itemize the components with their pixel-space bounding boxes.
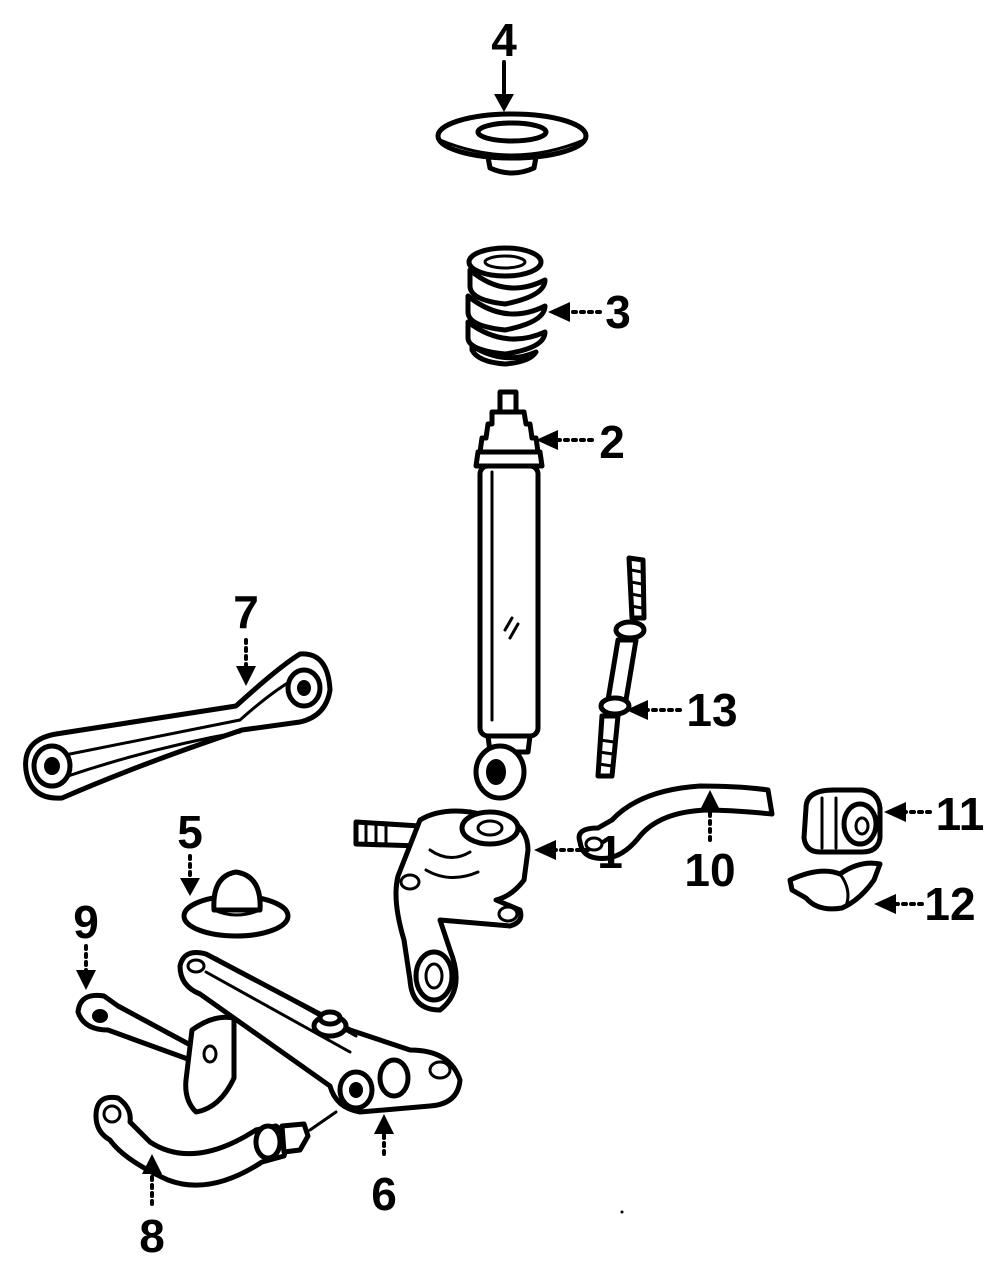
tie-rod-icon[interactable]: [75, 992, 237, 1115]
leader-arrows: [76, 60, 932, 1214]
trailing-arm-icon[interactable]: [93, 1094, 338, 1188]
callout-10: 10: [684, 844, 735, 896]
callout-1: 1: [597, 826, 623, 878]
upper-control-arm-icon[interactable]: [23, 651, 333, 801]
coil-spring-icon[interactable]: [465, 245, 548, 367]
shock-absorber-icon[interactable]: [473, 389, 545, 801]
callout-9: 9: [73, 896, 99, 948]
callout-2: 2: [599, 416, 625, 468]
callout-11: 11: [936, 788, 985, 840]
callout-6: 6: [371, 1168, 397, 1220]
callout-7: 7: [233, 586, 259, 638]
knuckle-icon[interactable]: [353, 808, 531, 1013]
callout-5: 5: [177, 806, 203, 858]
callout-13: 13: [686, 684, 737, 736]
callout-8: 8: [139, 1210, 165, 1261]
stabilizer-link-icon[interactable]: [595, 555, 647, 779]
bump-stop-icon[interactable]: [181, 869, 291, 939]
bushing-icon[interactable]: [801, 787, 883, 855]
bracket-icon[interactable]: [787, 860, 883, 912]
spring-insulator-icon[interactable]: [435, 111, 589, 176]
callout-12: 12: [924, 878, 975, 930]
lower-control-arm-icon[interactable]: [177, 950, 463, 1115]
callout-labels: 4 3 2 7 13 11 5 1 10 12 9 6 8: [73, 14, 984, 1261]
stabilizer-bar-icon[interactable]: [576, 783, 775, 862]
callout-4: 4: [491, 14, 517, 66]
callout-3: 3: [605, 286, 631, 338]
